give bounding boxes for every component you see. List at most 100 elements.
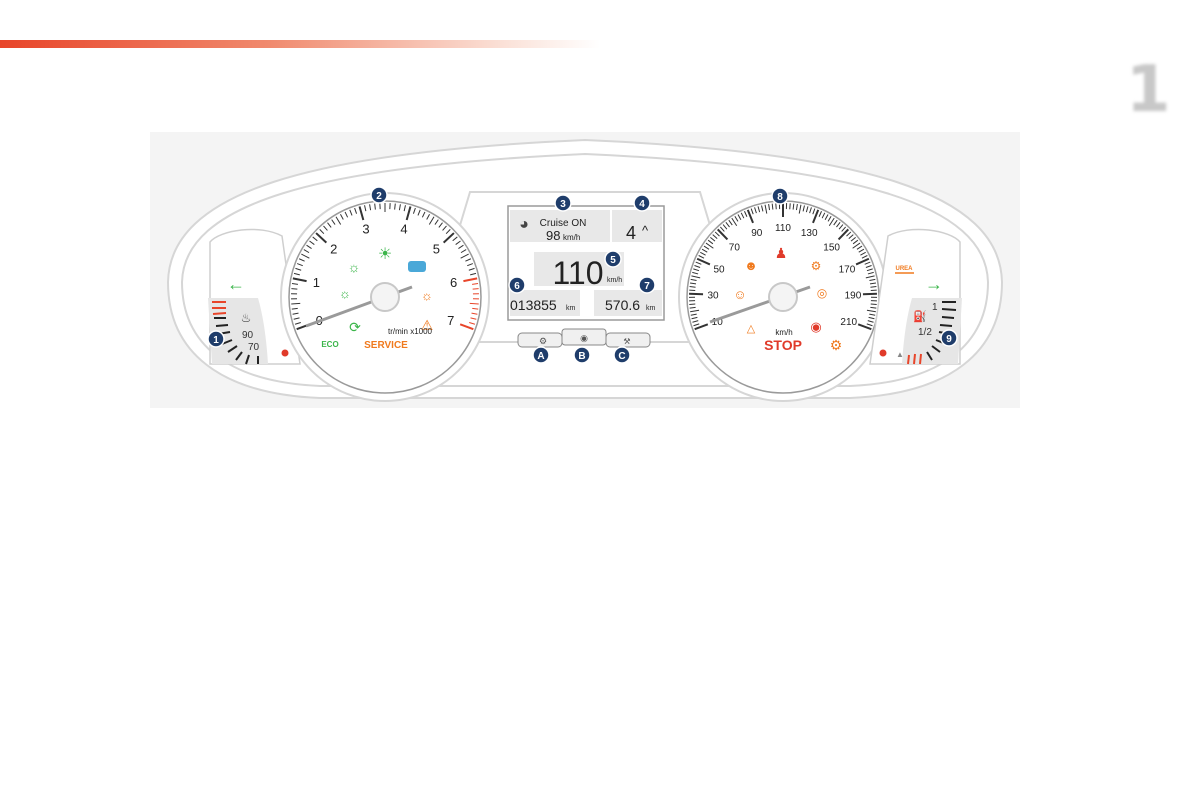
- digital-speed: 110: [552, 255, 603, 291]
- eco-label: ECO: [321, 340, 338, 349]
- cruise-control-icon: ◕: [519, 216, 529, 233]
- tach-label-6: 6: [450, 275, 457, 290]
- button-c-key: [605, 332, 651, 348]
- fuel-warning-dot: [879, 349, 887, 357]
- button-a-icon: ⚙: [539, 336, 547, 346]
- brake-warning-icon: ◉: [810, 319, 821, 334]
- header-accent-bar: [0, 40, 600, 48]
- fuel-level-icon: ▲: [896, 350, 904, 359]
- callout-9: 9: [940, 329, 958, 347]
- speedometer-unit: km/h: [775, 328, 792, 337]
- callout-b: B: [573, 346, 591, 364]
- odometer-value: 013855: [510, 297, 557, 313]
- svg-text:C: C: [618, 351, 625, 362]
- tach-label-7: 7: [447, 313, 454, 328]
- speed-label-50: 50: [713, 265, 725, 276]
- cruise-status-text: Cruise ON: [540, 218, 587, 229]
- tach-label-3: 3: [362, 222, 369, 237]
- main-beam-icon: [408, 261, 426, 272]
- urea-warning-label: UREA: [895, 266, 913, 272]
- speed-label-70: 70: [729, 243, 741, 254]
- speed-label-10: 10: [712, 317, 724, 328]
- gear-indicator-value: 4: [626, 223, 636, 243]
- coolant-warning-dot: [281, 349, 289, 357]
- trip-meter-value: 570.6: [605, 297, 640, 313]
- headlight-icon: ☼: [348, 259, 361, 275]
- tach-label-2: 2: [330, 241, 337, 256]
- speedometer-ticks: [688, 203, 878, 331]
- gear-shift-arrow: ^: [642, 223, 649, 238]
- fuel-gauge: UREA → 1 ⛽ 1/2 ▲: [869, 228, 962, 365]
- svg-text:6: 6: [514, 281, 520, 292]
- callout-badges: 1 2 3 4 5 6 7 8 9 A B C: [207, 186, 958, 364]
- airbag-icon: ☻: [744, 258, 758, 273]
- button-c-icon: ⚒: [623, 337, 630, 346]
- callout-a: A: [532, 346, 550, 364]
- svg-text:2: 2: [376, 191, 382, 202]
- sidelight-icon: ☀: [378, 246, 392, 263]
- tyre-pressure-icon: ⚠: [421, 317, 434, 333]
- svg-text:9: 9: [946, 334, 952, 345]
- esp-icon: ⚙: [811, 259, 822, 273]
- svg-text:1: 1: [213, 335, 219, 346]
- callout-2: 2: [370, 186, 388, 204]
- coolant-temp-icon: ♨: [241, 311, 252, 325]
- svg-text:8: 8: [777, 192, 783, 203]
- central-display: ◕ Cruise ON 98 km/h 4 ^ 110 km/h 013855 …: [507, 205, 665, 321]
- rear-fog-icon: ☼: [421, 288, 433, 303]
- engine-check-icon: ⚙: [830, 337, 843, 353]
- cruise-speed-unit: km/h: [563, 233, 580, 242]
- svg-text:7: 7: [644, 281, 650, 292]
- svg-text:4: 4: [639, 199, 645, 210]
- button-b-icon: ◉: [580, 333, 588, 343]
- speed-label-30: 30: [707, 291, 719, 302]
- stop-warning-label: STOP: [764, 337, 802, 353]
- left-arrow-icon: ←: [227, 274, 245, 294]
- svg-text:A: A: [537, 351, 544, 362]
- right-arrow-icon: →: [925, 274, 943, 294]
- odometer-unit: km: [566, 305, 576, 312]
- tach-label-1: 1: [313, 275, 320, 290]
- chapter-number: 1: [1126, 53, 1171, 127]
- callout-1: 1: [207, 330, 225, 348]
- speed-label-150: 150: [823, 243, 840, 254]
- callout-3: 3: [554, 194, 572, 212]
- seatbelt-icon: ♟: [775, 245, 788, 261]
- coolant-hot-ticks: [212, 301, 227, 315]
- callout-4: 4: [633, 194, 651, 212]
- callout-7: 7: [638, 276, 656, 294]
- callout-5: 5: [604, 250, 622, 268]
- speed-label-110: 110: [775, 223, 791, 234]
- svg-text:5: 5: [610, 255, 616, 266]
- stop-start-icon: ⟳: [349, 319, 361, 335]
- coolant-label-70: 70: [248, 342, 260, 353]
- cruise-set-speed: 98: [546, 228, 560, 243]
- tachometer-ticks: [291, 203, 479, 331]
- tachometer-unit: tr/min x1000: [388, 327, 433, 336]
- speed-label-210: 210: [840, 317, 857, 328]
- fuel-label-half: 1/2: [918, 327, 932, 338]
- tach-label-4: 4: [400, 222, 407, 237]
- coolant-label-90: 90: [242, 330, 254, 341]
- svg-text:3: 3: [560, 199, 566, 210]
- speedometer-hub: [768, 282, 798, 312]
- callout-c: C: [613, 346, 631, 364]
- fuel-pump-icon: ⛽: [913, 310, 927, 323]
- speed-label-90: 90: [751, 228, 763, 239]
- callout-8: 8: [771, 187, 789, 205]
- tachometer-hub: [370, 282, 400, 312]
- coolant-scale-ticks: [214, 317, 259, 365]
- service-label: SERVICE: [364, 340, 408, 351]
- front-fog-icon: ☼: [339, 286, 351, 301]
- abs-icon: ◎: [817, 286, 827, 300]
- svg-text:B: B: [578, 351, 585, 362]
- passenger-airbag-icon: ☺: [733, 287, 746, 302]
- tach-label-5: 5: [433, 241, 440, 256]
- trip-meter-unit: km: [646, 305, 656, 312]
- speed-label-170: 170: [839, 265, 856, 276]
- brake-pad-icon: △: [747, 323, 756, 335]
